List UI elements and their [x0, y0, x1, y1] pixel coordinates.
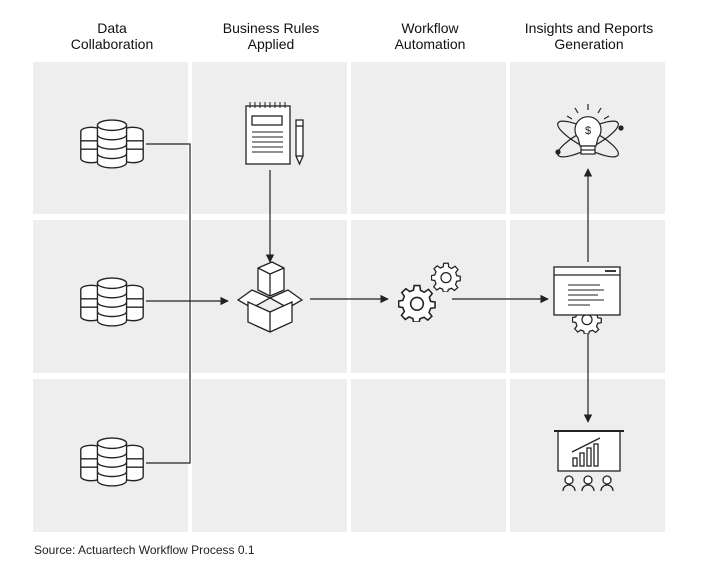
browser-window-gear-icon: [553, 266, 621, 334]
column-title-insights-reports: Insights and Reports Generation: [524, 20, 654, 52]
presentation-board-icon: [554, 430, 624, 492]
database-icon-middle: [80, 277, 144, 327]
column-title-workflow-automation: Workflow Automation: [394, 20, 466, 52]
source-caption: Source: Actuartech Workflow Process 0.1: [34, 543, 255, 557]
database-icon-bottom: [80, 437, 144, 487]
open-box-icon: [236, 261, 304, 333]
svg-text:$: $: [585, 125, 591, 137]
notepad-pencil-icon: [245, 102, 304, 166]
database-icon-top: [80, 119, 144, 169]
column-title-business-rules: Business Rules Applied: [222, 20, 320, 52]
column-title-data-collaboration: Data Collaboration: [70, 20, 154, 52]
connector-lines: [146, 143, 593, 464]
lightbulb-atom-icon: $: [555, 104, 624, 158]
